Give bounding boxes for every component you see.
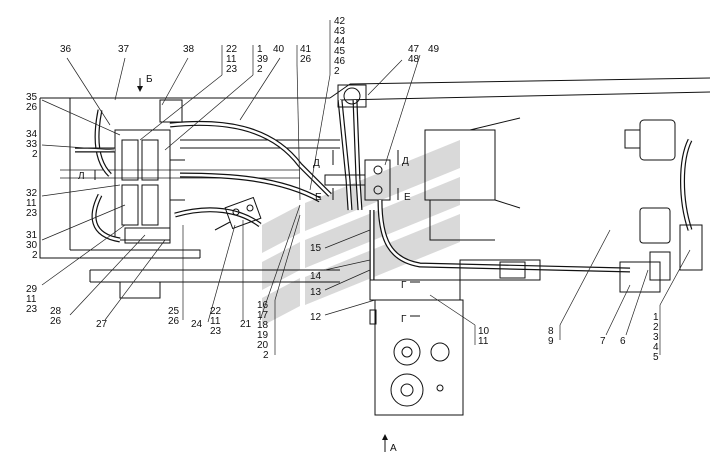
right-cylinder-lower xyxy=(459,207,703,293)
callout-12: 12 xyxy=(310,312,322,323)
callout-35: 35 xyxy=(26,92,38,103)
view-arrows xyxy=(94,78,420,452)
callout-11: 11 xyxy=(478,336,489,347)
view-marker-d-left: Д xyxy=(313,158,320,169)
callout-9: 9 xyxy=(548,336,554,347)
callout-13: 13 xyxy=(310,287,322,298)
callout-48: 48 xyxy=(408,54,420,65)
chassis-frame xyxy=(39,77,711,299)
callout-21: 21 xyxy=(240,319,252,330)
callout-26: 26 xyxy=(300,54,312,65)
valve-block xyxy=(75,99,185,244)
view-marker-g-upper: Г xyxy=(401,280,407,291)
callout-15: 15 xyxy=(310,243,322,254)
callout-11: 11 xyxy=(26,294,37,305)
callout-49: 49 xyxy=(428,44,440,55)
callout-36: 36 xyxy=(60,44,72,55)
callout-22: 22 xyxy=(210,306,222,317)
callout-45: 45 xyxy=(334,46,346,57)
callout-44: 44 xyxy=(334,36,346,47)
view-marker-e-right: Е xyxy=(404,192,411,203)
callout-2: 2 xyxy=(257,64,263,75)
callout-34: 34 xyxy=(26,129,38,140)
callout-30: 30 xyxy=(26,240,38,251)
view-marker-e-left: Е xyxy=(315,192,322,203)
callout-31: 31 xyxy=(26,230,38,241)
callout-16: 16 xyxy=(257,300,269,311)
callout-20: 20 xyxy=(257,340,269,351)
callout-46: 46 xyxy=(334,56,346,67)
callout-4: 4 xyxy=(653,342,659,353)
view-marker-g-lower: Г xyxy=(401,314,407,325)
callout-5: 5 xyxy=(653,352,659,363)
callout-42: 42 xyxy=(334,16,346,27)
callout-40: 40 xyxy=(273,44,285,55)
view-marker-b: Б xyxy=(146,74,153,85)
callout-19: 19 xyxy=(257,330,269,341)
hose-bundle xyxy=(169,84,367,228)
callout-27: 27 xyxy=(96,319,108,330)
engine-block xyxy=(424,117,521,241)
callout-26: 26 xyxy=(50,316,62,327)
callout-14: 14 xyxy=(310,271,322,282)
callout-11: 11 xyxy=(26,198,37,209)
lower-housing xyxy=(369,279,464,416)
callout-39: 39 xyxy=(257,54,269,65)
callout-47: 47 xyxy=(408,44,420,55)
callout-22: 22 xyxy=(226,44,238,55)
callout-17: 17 xyxy=(257,310,269,321)
callout-11: 11 xyxy=(210,316,221,327)
callout-26: 26 xyxy=(26,102,38,113)
view-marker-a: А xyxy=(390,443,397,454)
callout-43: 43 xyxy=(334,26,346,37)
callout-2: 2 xyxy=(653,322,659,333)
callout-23: 23 xyxy=(210,326,222,337)
callout-24: 24 xyxy=(191,319,203,330)
callout-2: 2 xyxy=(32,250,38,261)
callout-18: 18 xyxy=(257,320,269,331)
leader-lines xyxy=(41,20,691,355)
callout-29: 29 xyxy=(26,284,38,295)
callout-23: 23 xyxy=(26,304,38,315)
callout-23: 23 xyxy=(26,208,38,219)
central-distributor xyxy=(364,159,631,280)
callout-38: 38 xyxy=(183,44,195,55)
callout-41: 41 xyxy=(300,44,312,55)
callout-2: 2 xyxy=(334,66,340,77)
view-marker-d-right: Д xyxy=(402,156,409,167)
callout-26: 26 xyxy=(168,316,180,327)
callout-2: 2 xyxy=(263,350,269,361)
callout-28: 28 xyxy=(50,306,62,317)
callout-8: 8 xyxy=(548,326,554,337)
callout-2: 2 xyxy=(32,149,38,160)
callout-6: 6 xyxy=(620,336,626,347)
callout-1: 1 xyxy=(257,44,263,55)
view-marker-l: Л xyxy=(78,171,85,182)
callout-labels: 36 37 38 22 11 23 1 39 2 40 41 26 42 43 … xyxy=(26,16,659,363)
callout-32: 32 xyxy=(26,188,38,199)
callout-1: 1 xyxy=(653,312,659,323)
callout-10: 10 xyxy=(478,326,490,337)
view-markers: Б Л Д Д Е Е Г Г А xyxy=(78,74,411,454)
callout-7: 7 xyxy=(600,336,606,347)
callout-11: 11 xyxy=(226,54,237,65)
callout-37: 37 xyxy=(118,44,130,55)
callout-3: 3 xyxy=(653,332,659,343)
callout-33: 33 xyxy=(26,139,38,150)
callout-23: 23 xyxy=(226,64,238,75)
small-valve xyxy=(214,196,262,231)
right-cylinder-upper xyxy=(624,119,693,231)
callout-25: 25 xyxy=(168,306,180,317)
